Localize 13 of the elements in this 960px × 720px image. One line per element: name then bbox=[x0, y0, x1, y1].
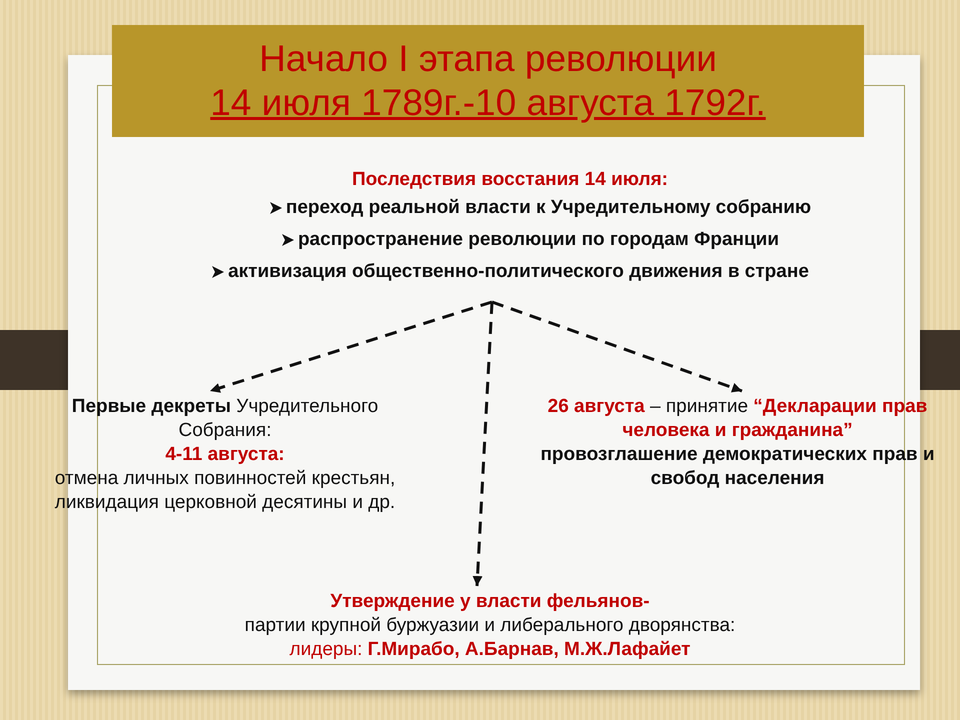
body-text: 4-11 августа: bbox=[165, 443, 285, 467]
bullet-text: переход реальной власти к Учредительному собранию bbox=[286, 196, 812, 220]
dashed-arrow bbox=[472, 302, 494, 586]
date-range-text: 14 июля 1789г.-10 августа 1792г. bbox=[210, 81, 766, 125]
dashed-arrow bbox=[492, 300, 742, 392]
bullet-text: активизация общественно-политического движения в стране bbox=[228, 260, 809, 284]
dashed-arrow bbox=[210, 300, 492, 393]
title-text: Начало I этапа революции bbox=[259, 37, 717, 81]
body-text: Утверждение у власти фельянов- bbox=[330, 590, 650, 614]
body-text: лидеры: Г.Мирабо, А.Барнав, М.Ж.Лафайет bbox=[290, 638, 690, 662]
body-text: партии крупной буржуазии и либерального дворянства: bbox=[244, 614, 736, 638]
bullet-text: распространение революции по городам Франции bbox=[298, 228, 780, 252]
heading-text: Последствия восстания 14 июля: bbox=[352, 168, 668, 192]
